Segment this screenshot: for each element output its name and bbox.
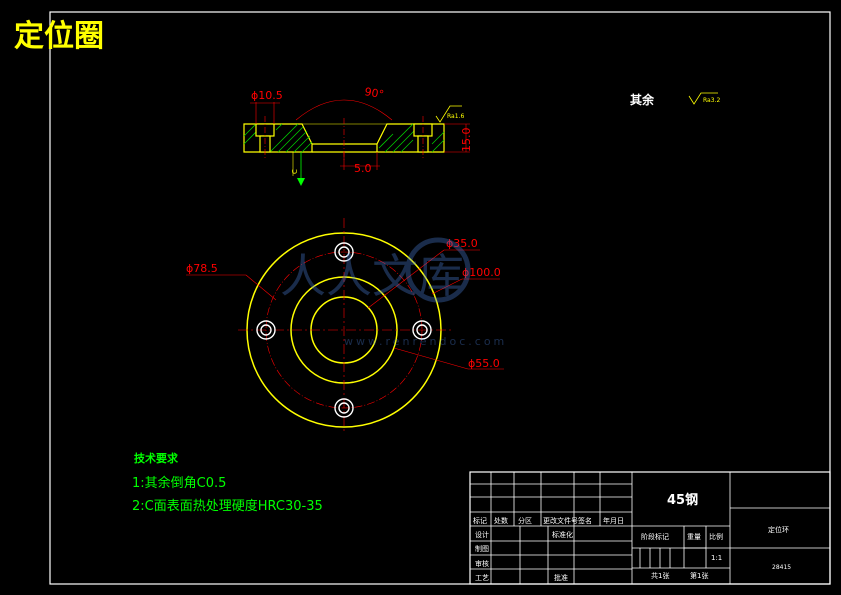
weight-label: 重量 <box>687 533 701 541</box>
roughness-symbol-top: Ra1.6 <box>447 113 464 120</box>
watermark: 人人文库 www.renrendoc.com <box>280 237 507 348</box>
datum-label: C <box>291 169 299 174</box>
header-cell-sign: 签名 <box>578 516 592 525</box>
title-block-part-name: 定位环 <box>768 525 789 534</box>
drawing-border <box>49 11 831 585</box>
dim-outer: ϕ100.0 <box>462 266 501 279</box>
dim-depth: 5.0 <box>354 162 372 175</box>
tech-req-item-1: 1:其余倒角C0.5 <box>132 475 226 491</box>
title-block-middle: 阶段标记 重量 比例 1:1 共1张 第1张 <box>641 532 723 580</box>
stage-label: 阶段标记 <box>641 532 669 541</box>
bolt-hole-left <box>256 320 276 340</box>
hatch-left <box>243 123 313 153</box>
sheet-no: 第1张 <box>690 571 708 580</box>
hatch-right <box>378 123 445 153</box>
row-label-process: 工艺 <box>475 574 489 582</box>
dim-step: ϕ55.0 <box>468 357 500 370</box>
bolt-hole-bottom <box>334 398 354 418</box>
watermark-url: www.renrendoc.com <box>344 335 507 348</box>
dim-inner-bore: ϕ35.0 <box>446 237 478 250</box>
roughness-note-value: Ra3.2 <box>703 97 720 104</box>
tech-req-heading: 技术要求 <box>134 451 179 465</box>
dim-angle: 90° <box>363 85 384 101</box>
plan-view: ϕ78.5 ϕ35.0 ϕ100.0 ϕ55.0 <box>186 218 504 434</box>
std-label: 标准化 <box>552 530 573 539</box>
row-label-review: 审核 <box>475 559 489 568</box>
row-label-drafting: 制图 <box>475 544 489 553</box>
tech-req-item-2: 2:C面表面热处理硬度HRC30-35 <box>132 498 323 514</box>
scale-label: 比例 <box>709 532 723 541</box>
bolt-hole-top <box>334 242 354 262</box>
header-cell-zone: 分区 <box>518 516 532 525</box>
title-block-drawing-no: 28415 <box>772 564 791 571</box>
title-block-header-row: 标记 处数 分区 更改文件号 签名 年月日 <box>473 516 624 525</box>
watermark-text: 人人文库 <box>280 249 464 303</box>
sheet-count: 共1张 <box>651 571 669 580</box>
header-cell-date: 年月日 <box>603 516 624 525</box>
section-view: ϕ10.5 90° 15.0 5.0 Ra1.6 C <box>243 85 473 186</box>
dim-thickness: 15.0 <box>460 128 473 153</box>
header-cell-change-doc: 更改文件号 <box>543 516 578 525</box>
dim-hole-diameter: ϕ10.5 <box>251 89 283 102</box>
title-block-row-labels: 设计 制图 审核 工艺 标准化 批准 <box>475 530 573 582</box>
header-cell-count: 处数 <box>494 516 508 525</box>
header-cell-mark: 标记 <box>473 516 487 525</box>
title-block-material: 45钢 <box>667 492 698 508</box>
scale-value: 1:1 <box>711 554 722 562</box>
bolt-hole-right <box>412 320 432 340</box>
row-label-design: 设计 <box>475 530 489 539</box>
roughness-note-label: 其余 <box>630 92 655 107</box>
section-left-body <box>243 123 313 153</box>
dim-bolt-circle: ϕ78.5 <box>186 262 218 275</box>
roughness-note-symbol <box>688 92 718 105</box>
approve-label: 批准 <box>554 573 568 582</box>
drawing-title: 定位圈 <box>14 19 104 54</box>
section-right-body <box>376 123 445 153</box>
title-block <box>469 471 831 585</box>
